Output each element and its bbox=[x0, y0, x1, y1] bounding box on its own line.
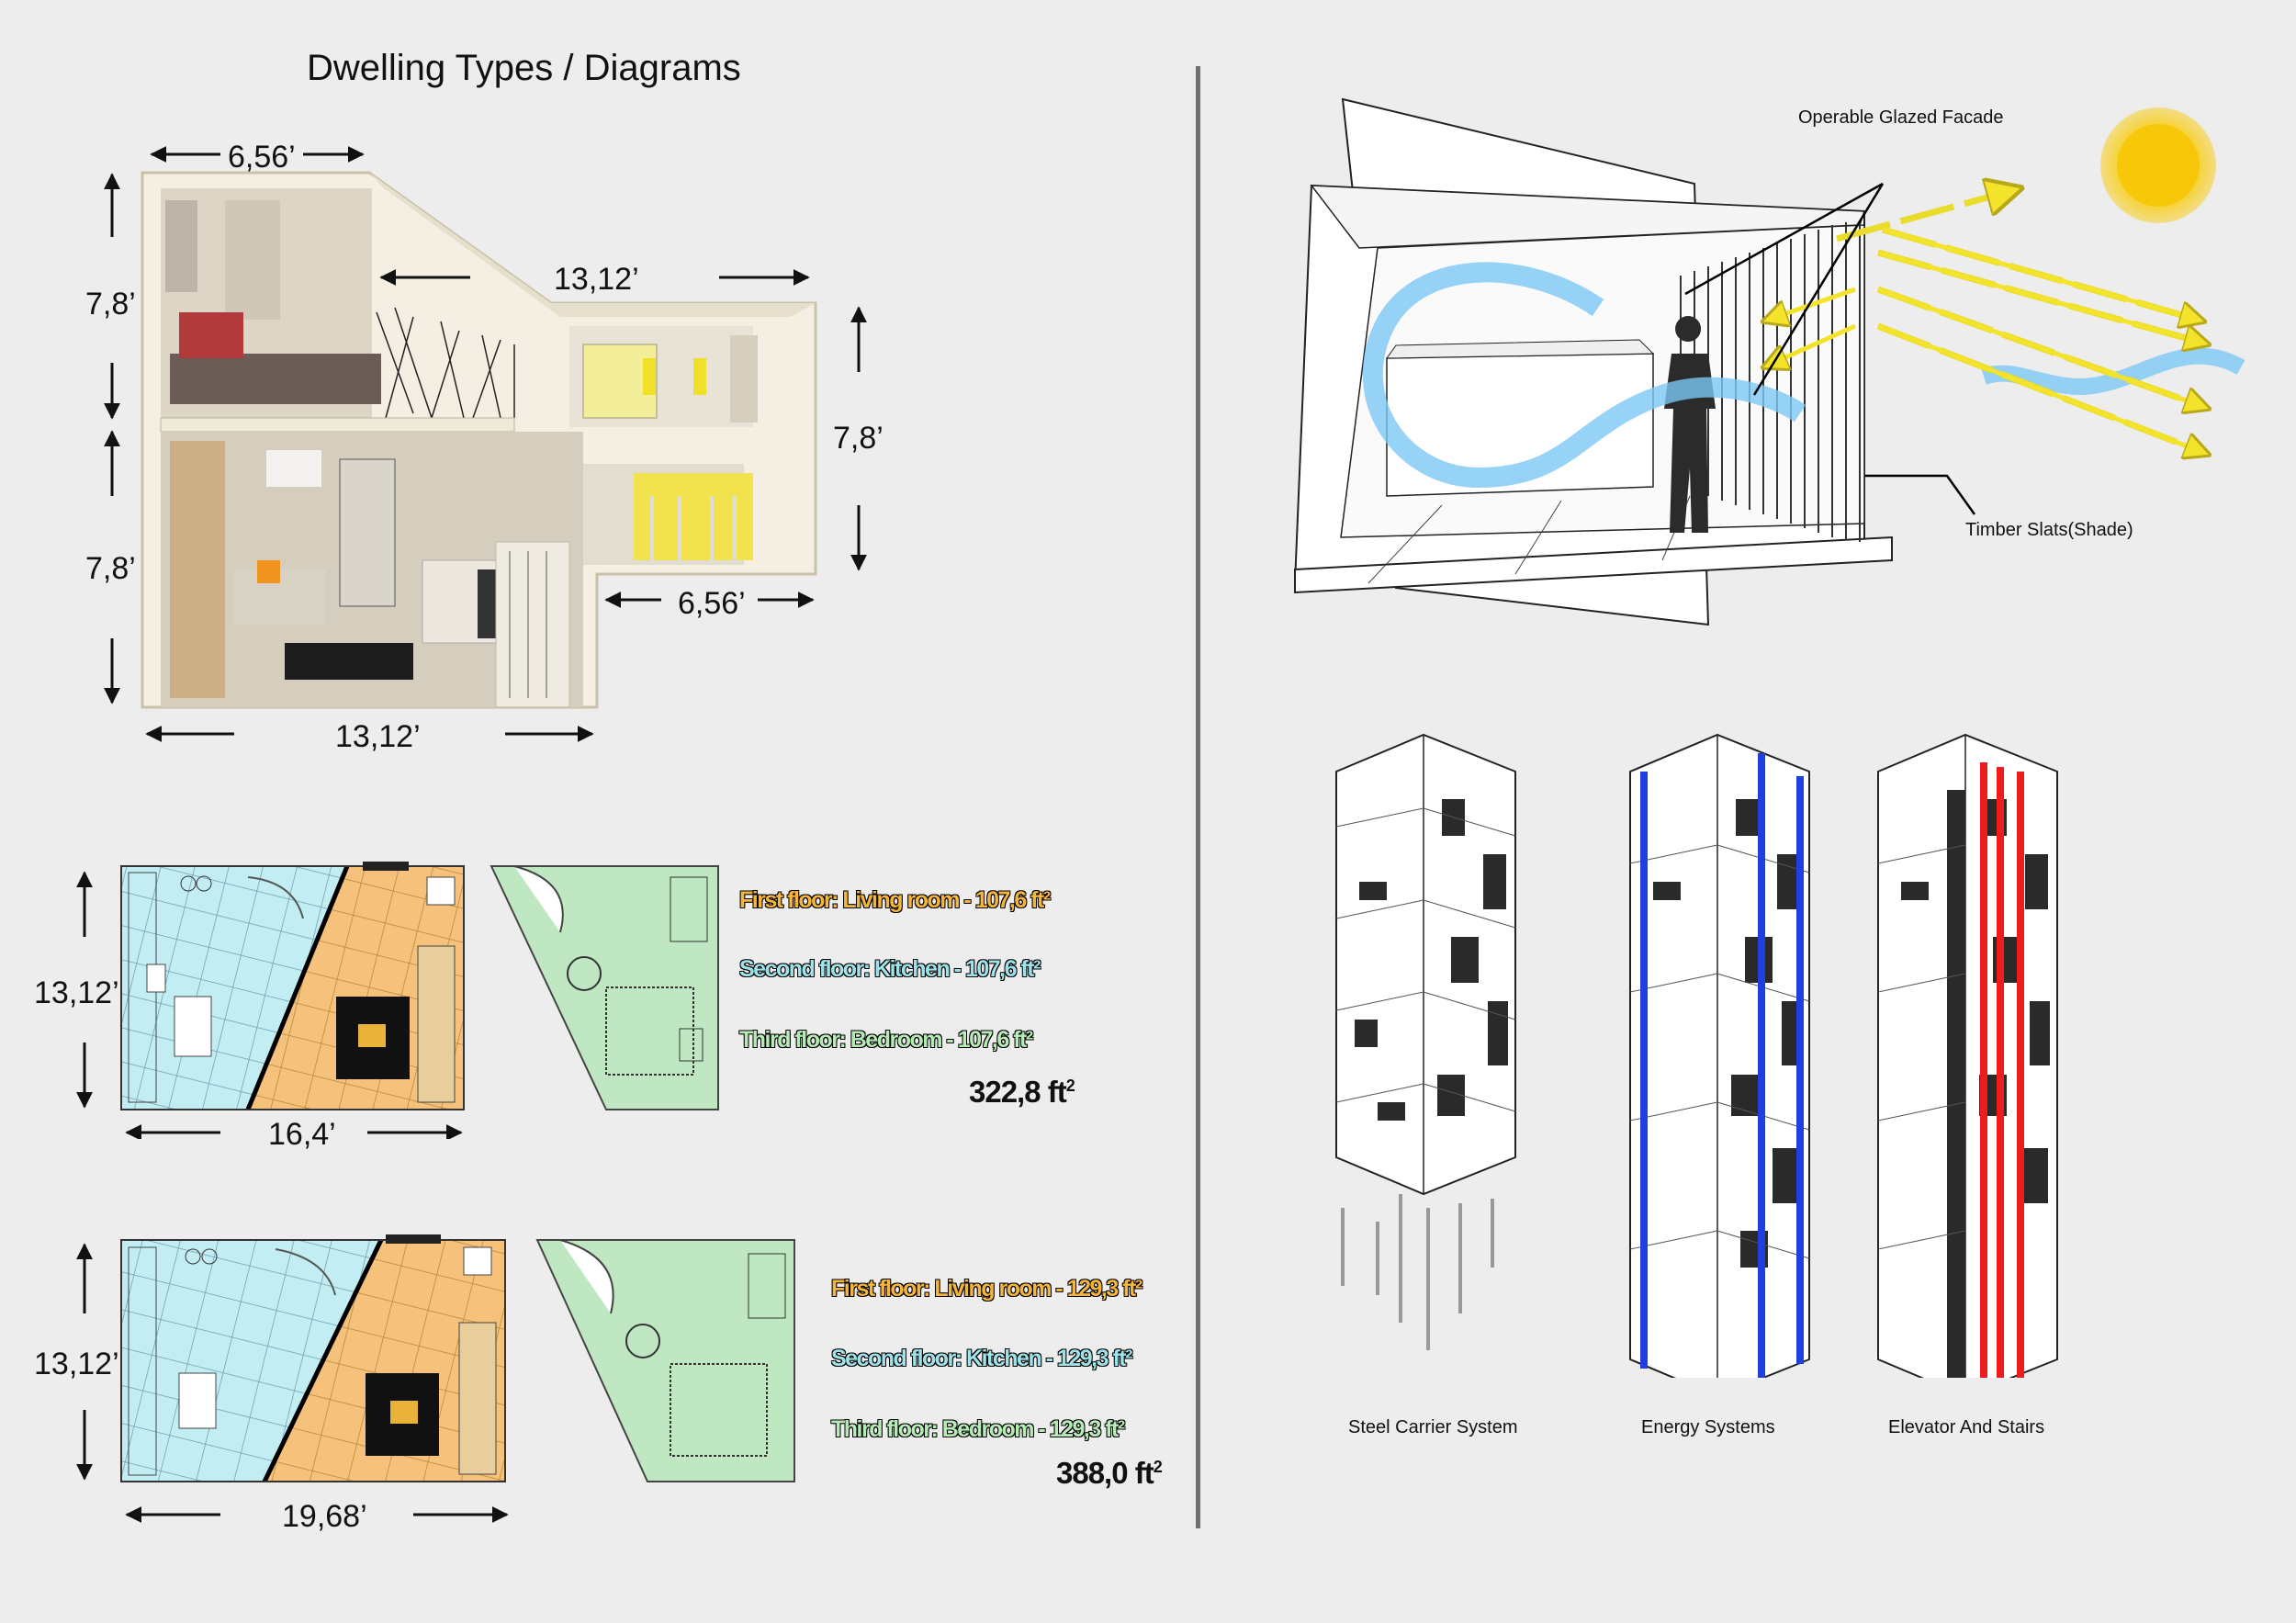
dim-lower-height: 7,8’ bbox=[85, 551, 136, 586]
plan-b-floor-1: First floor: Living room - 129,3 ft² bbox=[831, 1276, 1142, 1302]
plan-b-drawings bbox=[76, 1234, 795, 1523]
tower-steel-carrier bbox=[1335, 733, 1516, 1350]
plan-a-floor-1: First floor: Living room - 107,6 ft² bbox=[739, 887, 1051, 913]
page-title: Dwelling Types / Diagrams bbox=[307, 48, 741, 88]
tower-elevator-stairs bbox=[1877, 733, 2058, 1378]
dim-step-width: 6,56’ bbox=[678, 586, 746, 621]
label-timber-slats: Timber Slats(Shade) bbox=[1965, 520, 2133, 540]
plan-b-floor-3: Third floor: Bedroom - 129,3 ft² bbox=[831, 1416, 1125, 1442]
caption-steel-carrier-system: Steel Carrier System bbox=[1348, 1417, 1518, 1437]
caption-energy-systems: Energy Systems bbox=[1641, 1417, 1775, 1437]
caption-elevator-and-stairs: Elevator And Stairs bbox=[1888, 1417, 2045, 1437]
tower-energy-systems bbox=[1629, 733, 1810, 1378]
dim-bottom-width: 13,12’ bbox=[335, 719, 421, 754]
dim-top-width: 6,56’ bbox=[228, 140, 296, 175]
label-operable-glazed-facade: Operable Glazed Facade bbox=[1798, 107, 2004, 128]
towers-illustration bbox=[1335, 733, 2058, 1378]
plan-a-total: 322,8 ft2 bbox=[969, 1075, 1075, 1109]
dim-right-height: 7,8’ bbox=[833, 421, 884, 456]
plan-b-width: 19,68’ bbox=[282, 1499, 367, 1534]
plan-a-floor-3: Third floor: Bedroom - 107,6 ft² bbox=[739, 1027, 1033, 1053]
dim-mid-width: 13,12’ bbox=[554, 262, 639, 297]
vertical-divider bbox=[1196, 66, 1200, 1528]
plan-a-width: 16,4’ bbox=[268, 1117, 336, 1152]
plan-b-floor-2: Second floor: Kitchen - 129,3 ft² bbox=[831, 1346, 1132, 1371]
plan-b-total: 388,0 ft2 bbox=[1056, 1456, 1163, 1490]
plan-a-floor-2: Second floor: Kitchen - 107,6 ft² bbox=[739, 956, 1041, 982]
airflow-diagram bbox=[1293, 97, 2245, 626]
dim-upper-height: 7,8’ bbox=[85, 287, 136, 321]
plan-b-height: 13,12’ bbox=[34, 1347, 119, 1381]
plan-a-height: 13,12’ bbox=[34, 975, 119, 1010]
dwelling-section-illustration bbox=[104, 146, 867, 742]
plan-a-drawings bbox=[76, 862, 719, 1139]
